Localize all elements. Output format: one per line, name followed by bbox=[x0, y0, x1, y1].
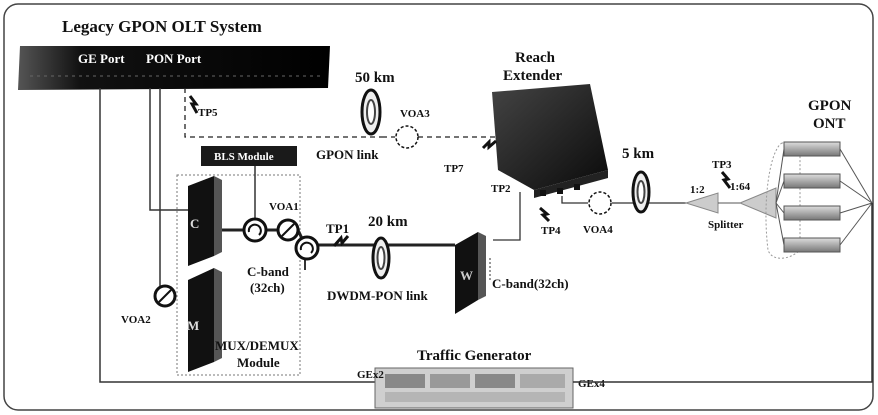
mux-c-block bbox=[188, 176, 222, 266]
circulator-bls bbox=[242, 217, 268, 243]
fiber-spool-50km bbox=[360, 88, 382, 136]
cband-right-label: C-band(32ch) bbox=[492, 276, 569, 291]
mux-demux-box bbox=[176, 174, 301, 376]
tp3-marker bbox=[720, 171, 732, 189]
tp5-label: TP5 bbox=[198, 107, 218, 119]
fiber-5km-label: 5 km bbox=[622, 146, 655, 162]
ge-port-label: GE Port bbox=[78, 51, 125, 66]
tp7-label: TP7 bbox=[444, 163, 464, 175]
voa3-attenuator bbox=[395, 125, 419, 149]
splitter-unit bbox=[684, 187, 777, 219]
tp7-marker bbox=[481, 138, 497, 151]
splitter-ratio-1: 1:2 bbox=[690, 184, 705, 196]
voa1-label: VOA1 bbox=[269, 201, 299, 213]
traffic-gex2-label: GEx2 bbox=[357, 369, 384, 381]
traffic-ont-line bbox=[573, 203, 873, 383]
fiber-50km-label: 50 km bbox=[355, 70, 395, 86]
gpon-ont-line2: ONT bbox=[813, 116, 846, 132]
tp4-marker bbox=[539, 206, 551, 223]
mux-demux-label-line1: MUX/DEMUX bbox=[215, 338, 299, 353]
cband-left-line2: (32ch) bbox=[250, 280, 285, 295]
gpon-dashed-link bbox=[184, 88, 500, 138]
tp5-marker bbox=[188, 95, 199, 114]
mux-m-block bbox=[188, 268, 222, 372]
ont-bracket bbox=[765, 142, 801, 259]
mux-w-letter: W bbox=[460, 268, 473, 283]
splitter-label: Splitter bbox=[708, 219, 744, 231]
ont-units bbox=[783, 141, 841, 253]
fiber-spool-20km bbox=[371, 236, 391, 280]
voa4-attenuator bbox=[588, 191, 612, 215]
outer-frame bbox=[3, 3, 874, 411]
voa3-label: VOA3 bbox=[400, 108, 430, 120]
ont-fan-lines bbox=[775, 148, 873, 246]
reach-extender-line2: Extender bbox=[503, 68, 563, 84]
tp4-label: TP4 bbox=[541, 225, 561, 237]
traffic-gex4-label: GEx4 bbox=[578, 378, 605, 390]
dwdm-link-label: DWDM-PON link bbox=[327, 288, 429, 303]
bls-module-label: BLS Module bbox=[214, 151, 274, 163]
voa4-label: VOA4 bbox=[583, 224, 613, 236]
reach-extender-device bbox=[492, 84, 608, 198]
diagram-title: Legacy GPON OLT System bbox=[62, 17, 262, 36]
mux-w-block bbox=[455, 232, 486, 314]
splitter-ratio-2: 1:64 bbox=[730, 181, 751, 193]
bls-module bbox=[201, 146, 297, 166]
traffic-generator-title: Traffic Generator bbox=[417, 348, 532, 364]
reach-extender-line1: Reach bbox=[515, 50, 556, 66]
gpon-ont-line1: GPON bbox=[808, 98, 851, 114]
circulator-dwdm bbox=[294, 235, 320, 261]
tp1-label: TP1 bbox=[326, 221, 349, 236]
mux-c-letter: C bbox=[190, 216, 199, 231]
mux-m-letter: M bbox=[187, 318, 199, 333]
cband-left-line1: C-band bbox=[247, 264, 290, 279]
tp3-label: TP3 bbox=[712, 159, 732, 171]
fiber-spool-5km bbox=[631, 170, 651, 214]
olt-unit: GE Port PON Port bbox=[18, 46, 330, 90]
ge-port-lines bbox=[99, 88, 390, 383]
tp2-label: TP2 bbox=[491, 183, 511, 195]
tp1-marker bbox=[332, 234, 350, 247]
pon-port-label: PON Port bbox=[146, 51, 202, 66]
traffic-generator-device bbox=[374, 367, 574, 409]
gpon-link-label: GPON link bbox=[316, 147, 379, 162]
voa2-label: VOA2 bbox=[121, 314, 151, 326]
mux-demux-label-line2: Module bbox=[237, 355, 280, 370]
fiber-20km-label: 20 km bbox=[368, 214, 408, 230]
